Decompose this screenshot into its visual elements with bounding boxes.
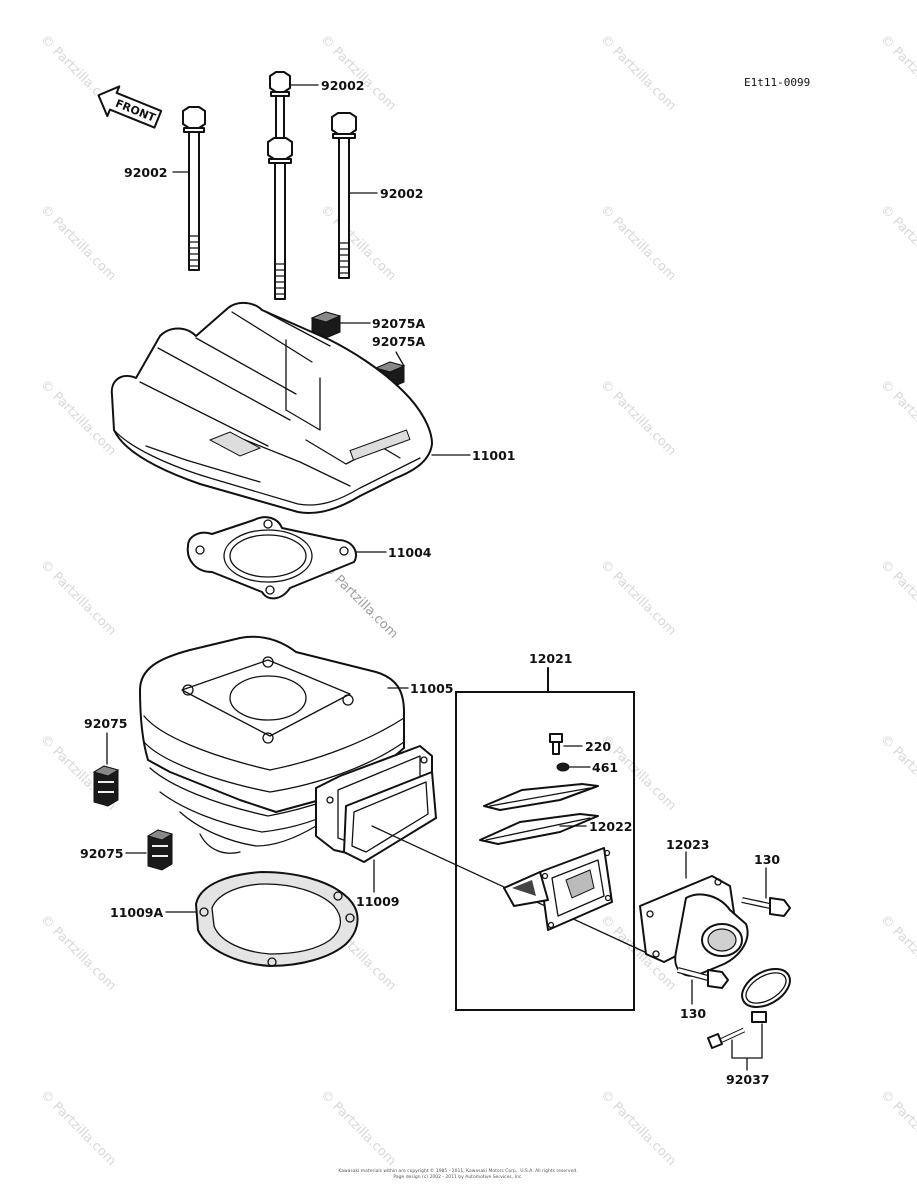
label-92002-left: 92002 xyxy=(124,165,168,180)
head-bolt-92002-right xyxy=(331,112,357,279)
watermark: © Partzilla.com xyxy=(37,1087,119,1169)
reed-petal-12022 xyxy=(479,813,599,845)
label-12021: 12021 xyxy=(529,651,573,666)
screw-220 xyxy=(549,733,563,755)
watermark: © Partzilla.com xyxy=(597,1087,679,1169)
damper-92075-a xyxy=(92,765,120,807)
washer-461 xyxy=(556,762,570,772)
watermark: © Partzilla.com xyxy=(877,1087,917,1169)
label-12023: 12023 xyxy=(666,837,710,852)
footer-design-credit: Page design (c) 2002 - 2011 by Automotiv… xyxy=(393,1174,522,1180)
watermark: © Partzilla.com xyxy=(877,202,917,284)
reed-valve-block xyxy=(503,847,613,931)
bolt-130-lower xyxy=(677,967,729,989)
damper-92075-b xyxy=(146,829,174,871)
head-bolt-92002-left xyxy=(182,106,206,271)
watermark: © Partzilla.com xyxy=(877,377,917,459)
watermark: © Partzilla.com xyxy=(877,557,917,639)
label-92075A-2: 92075A xyxy=(372,334,425,349)
damper-92075A-1 xyxy=(310,311,342,339)
footer-copyright: Kawasaki materials within are copyright … xyxy=(338,1167,577,1174)
label-92075-a: 92075 xyxy=(84,716,128,731)
watermark: © Partzilla.com xyxy=(597,557,679,639)
bolt-130-upper xyxy=(741,897,791,917)
label-130-upper: 130 xyxy=(754,852,780,867)
watermark: © Partzilla.com xyxy=(877,32,917,114)
watermark: © Partzilla.com xyxy=(877,732,917,814)
label-92037: 92037 xyxy=(726,1072,770,1087)
label-11005: 11005 xyxy=(410,681,454,696)
intake-gasket-11009 xyxy=(343,771,437,863)
label-92075-b: 92075 xyxy=(80,846,124,861)
head-bolt-92002-middle xyxy=(267,137,293,300)
watermark-grid: © Partzilla.com © Partzilla.com © Partzi… xyxy=(37,32,917,1169)
watermark: © Partzilla.com xyxy=(597,202,679,284)
watermark: © Partzilla.com xyxy=(877,912,917,994)
watermark-center: © Partzilla.com xyxy=(319,560,401,642)
label-220: 220 xyxy=(585,739,611,754)
hose-clamp xyxy=(741,968,791,1023)
watermark: © Partzilla.com xyxy=(597,32,679,114)
label-11004: 11004 xyxy=(388,545,432,560)
head-gasket-11004 xyxy=(186,516,357,600)
reed-valve-assembly-box-12021 xyxy=(455,667,635,1011)
label-92002-top: 92002 xyxy=(321,78,365,93)
watermark: © Partzilla.com xyxy=(317,202,399,284)
label-11009A: 11009A xyxy=(110,905,163,920)
watermark: © Partzilla.com xyxy=(37,557,119,639)
label-130-lower: 130 xyxy=(680,1006,706,1021)
diagram-code: E1t11-0099 xyxy=(744,76,810,89)
watermark: © Partzilla.com xyxy=(317,1087,399,1169)
front-arrow: FRONT xyxy=(97,85,163,129)
watermark: © Partzilla.com xyxy=(317,32,399,114)
base-gasket-11009A xyxy=(194,870,359,968)
cylinder-head-11001 xyxy=(110,302,433,514)
label-11009: 11009 xyxy=(356,894,400,909)
intake-manifold-12023 xyxy=(639,875,749,977)
label-92002-right: 92002 xyxy=(380,186,424,201)
watermark: © Partzilla.com xyxy=(37,377,119,459)
label-461: 461 xyxy=(592,760,618,775)
label-11001: 11001 xyxy=(472,448,516,463)
label-12022: 12022 xyxy=(589,819,633,834)
clamp-screw-92037 xyxy=(707,1027,746,1049)
head-bolt-92002-top xyxy=(269,71,291,141)
reed-stopper-plate xyxy=(483,783,599,811)
watermark: © Partzilla.com xyxy=(37,202,119,284)
label-92075A-1: 92075A xyxy=(372,316,425,331)
watermark: © Partzilla.com xyxy=(37,912,119,994)
watermark: © Partzilla.com xyxy=(597,377,679,459)
